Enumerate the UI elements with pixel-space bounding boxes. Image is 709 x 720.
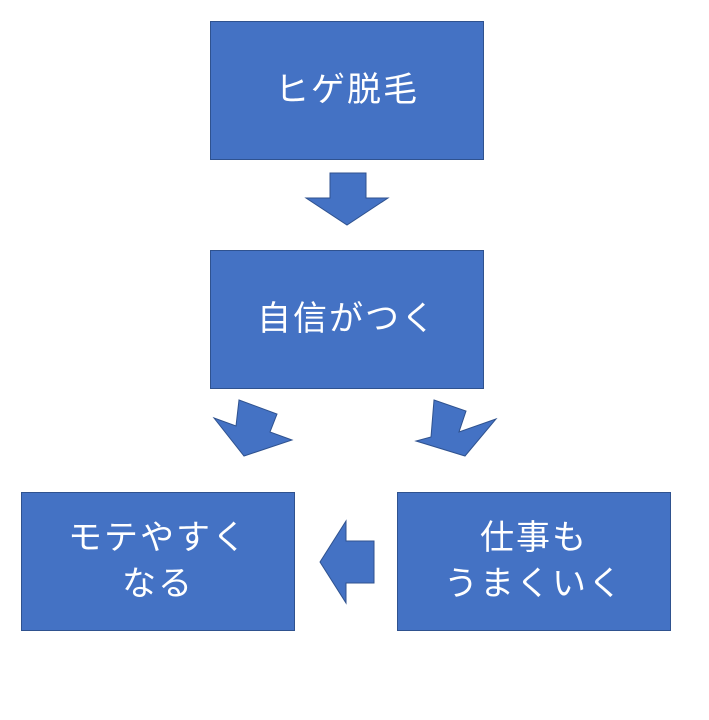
box-shigoto-mo-umaku-iku: 仕事も うまくいく xyxy=(397,492,671,631)
arrow-down-left-icon xyxy=(212,399,294,457)
box-mote-yasuku-naru: モテやすく なる xyxy=(21,492,295,631)
box-jishin-ga-tsuku: 自信がつく xyxy=(210,250,484,389)
arrow-down-icon xyxy=(304,172,390,226)
arrow-left-icon xyxy=(319,519,375,605)
arrow-down-left-icon xyxy=(414,399,498,457)
box-hige-datsumo: ヒゲ脱毛 xyxy=(210,21,484,160)
